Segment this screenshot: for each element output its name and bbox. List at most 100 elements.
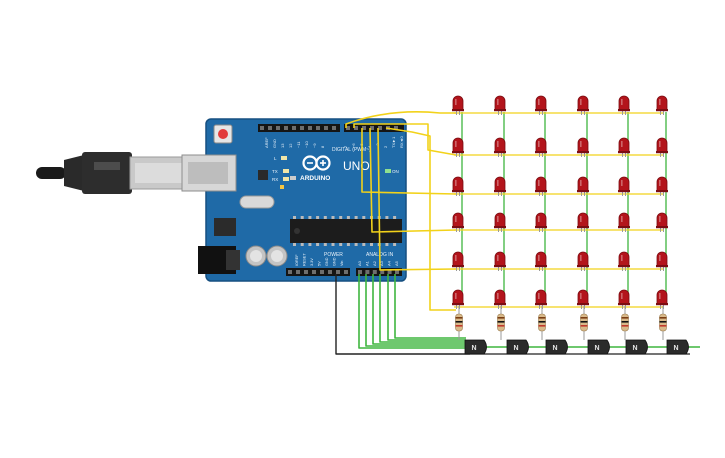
digital-pin-hole[interactable]	[394, 126, 398, 130]
reset-button[interactable]	[213, 124, 233, 144]
led[interactable]	[494, 251, 506, 271]
led[interactable]	[535, 176, 547, 196]
resistor[interactable]	[455, 306, 463, 340]
usb-cable[interactable]	[36, 152, 189, 194]
digital-pin-hole[interactable]	[260, 126, 264, 130]
led[interactable]	[656, 251, 668, 271]
led[interactable]	[452, 251, 464, 271]
power-pin-hole[interactable]	[336, 270, 340, 274]
analog-pin-hole[interactable]	[395, 270, 399, 274]
transistor[interactable]: N	[625, 339, 648, 355]
chip-pin	[308, 243, 312, 246]
led[interactable]	[452, 289, 464, 309]
digital-pin-hole[interactable]	[300, 126, 304, 130]
led-highlight	[621, 293, 623, 299]
led[interactable]	[577, 212, 589, 232]
resistor[interactable]	[621, 306, 629, 340]
led[interactable]	[656, 176, 668, 196]
led-highlight	[659, 293, 661, 299]
led[interactable]	[656, 95, 668, 115]
led[interactable]	[618, 251, 630, 271]
led-matrix	[452, 95, 668, 309]
led[interactable]	[618, 137, 630, 157]
transistor[interactable]: N	[545, 339, 568, 355]
led[interactable]	[452, 95, 464, 115]
led[interactable]	[656, 137, 668, 157]
led[interactable]	[452, 176, 464, 196]
led[interactable]	[494, 212, 506, 232]
analog-pin-hole[interactable]	[380, 270, 385, 274]
power-pin-label: GND	[333, 257, 337, 266]
led-rim	[535, 190, 547, 193]
digital-pin-hole[interactable]	[354, 126, 358, 130]
transistor[interactable]: N	[464, 339, 487, 355]
resistor[interactable]	[497, 306, 505, 340]
resistor[interactable]	[580, 306, 588, 340]
analog-pin-hole[interactable]	[372, 270, 377, 274]
power-pin-hole[interactable]	[328, 270, 332, 274]
power-pin-hole[interactable]	[320, 270, 324, 274]
led-rim	[452, 151, 464, 154]
led[interactable]	[577, 251, 589, 271]
resistor-band	[455, 321, 463, 323]
digital-pin-hole[interactable]	[362, 126, 366, 130]
led[interactable]	[656, 212, 668, 232]
digital-pin-hole[interactable]	[346, 126, 350, 130]
digital-pin-hole[interactable]	[284, 126, 288, 130]
led[interactable]	[494, 176, 506, 196]
chip-pin	[393, 216, 397, 219]
led[interactable]	[577, 137, 589, 157]
led[interactable]	[618, 289, 630, 309]
led[interactable]	[494, 289, 506, 309]
digital-pin-hole[interactable]	[292, 126, 296, 130]
led[interactable]	[656, 289, 668, 309]
led[interactable]	[494, 137, 506, 157]
led-body	[452, 251, 464, 267]
analog-pin-hole[interactable]	[365, 270, 370, 274]
digital-pin-hole[interactable]	[268, 126, 272, 130]
digital-pin-hole[interactable]	[324, 126, 328, 130]
transistor[interactable]: N	[587, 339, 610, 355]
led[interactable]	[618, 176, 630, 196]
power-pin-hole[interactable]	[304, 270, 308, 274]
led[interactable]	[577, 176, 589, 196]
resistor[interactable]	[659, 306, 667, 340]
digital-pin-hole[interactable]	[308, 126, 312, 130]
power-pin-hole[interactable]	[288, 270, 292, 274]
transistor[interactable]: N	[666, 339, 689, 355]
led[interactable]	[535, 137, 547, 157]
ground-wire	[335, 274, 470, 355]
led[interactable]	[618, 95, 630, 115]
digital-pin-hole[interactable]	[378, 126, 382, 130]
led[interactable]	[535, 212, 547, 232]
digital-pin-hole[interactable]	[370, 126, 374, 130]
analog-pin-hole[interactable]	[358, 270, 362, 274]
digital-pin-label: 2	[383, 145, 388, 148]
led[interactable]	[535, 95, 547, 115]
power-pin-hole[interactable]	[296, 270, 300, 274]
analog-pin-hole[interactable]	[387, 270, 392, 274]
led[interactable]	[452, 137, 464, 157]
transistor[interactable]: N	[506, 339, 529, 355]
led-body	[494, 137, 506, 153]
power-pin-label: Vin	[340, 261, 344, 266]
chip-pin	[316, 216, 320, 219]
led[interactable]	[452, 212, 464, 232]
analog-pin-label: A3	[379, 260, 384, 266]
power-pin-hole[interactable]	[312, 270, 316, 274]
resistor-band	[497, 325, 505, 327]
resistor[interactable]	[538, 306, 546, 340]
digital-pin-hole[interactable]	[276, 126, 280, 130]
digital-pin-hole[interactable]	[332, 126, 336, 130]
led[interactable]	[535, 289, 547, 309]
digital-pin-hole[interactable]	[316, 126, 320, 130]
led[interactable]	[618, 212, 630, 232]
led[interactable]	[577, 95, 589, 115]
power-pin-hole[interactable]	[344, 270, 348, 274]
led[interactable]	[577, 289, 589, 309]
led[interactable]	[494, 95, 506, 115]
led[interactable]	[535, 251, 547, 271]
